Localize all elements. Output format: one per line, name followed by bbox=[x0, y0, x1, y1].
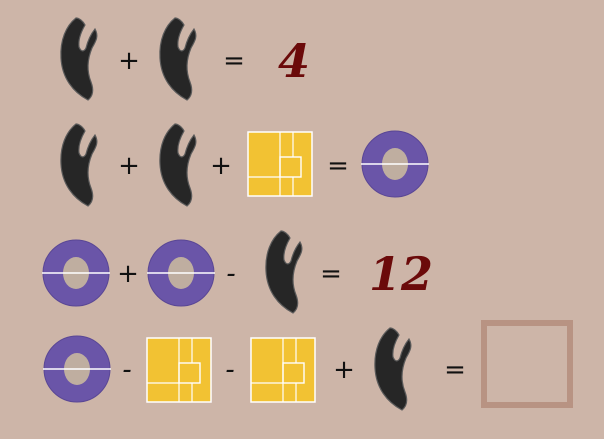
yellow-square-icon bbox=[247, 131, 313, 197]
yellow-square-icon bbox=[250, 337, 316, 403]
plus-sign: + bbox=[333, 355, 355, 385]
minus-sign: - bbox=[226, 259, 236, 289]
yellow-square-icon bbox=[146, 337, 212, 403]
minus-sign: - bbox=[225, 355, 235, 385]
equals-sign: = bbox=[444, 355, 466, 385]
purple-ring-icon bbox=[42, 334, 112, 404]
answer-box[interactable] bbox=[481, 320, 573, 408]
black-horn-icon bbox=[57, 16, 101, 102]
purple-ring-icon bbox=[146, 238, 216, 308]
equals-sign: = bbox=[327, 151, 349, 181]
black-horn-icon bbox=[57, 122, 101, 208]
black-horn-icon bbox=[156, 16, 200, 102]
plus-sign: + bbox=[210, 151, 232, 181]
plus-sign: + bbox=[117, 259, 139, 289]
purple-ring-icon bbox=[41, 238, 111, 308]
plus-sign: + bbox=[118, 151, 140, 181]
purple-ring-icon bbox=[360, 129, 430, 199]
black-horn-icon bbox=[262, 229, 306, 315]
result-number: 4 bbox=[277, 34, 311, 88]
black-horn-icon bbox=[156, 122, 200, 208]
minus-sign: - bbox=[122, 355, 132, 385]
plus-sign: + bbox=[118, 46, 140, 76]
black-horn-icon bbox=[371, 326, 415, 412]
equals-sign: = bbox=[320, 259, 342, 289]
equals-sign: = bbox=[223, 46, 245, 76]
result-number: 12 bbox=[368, 247, 434, 301]
